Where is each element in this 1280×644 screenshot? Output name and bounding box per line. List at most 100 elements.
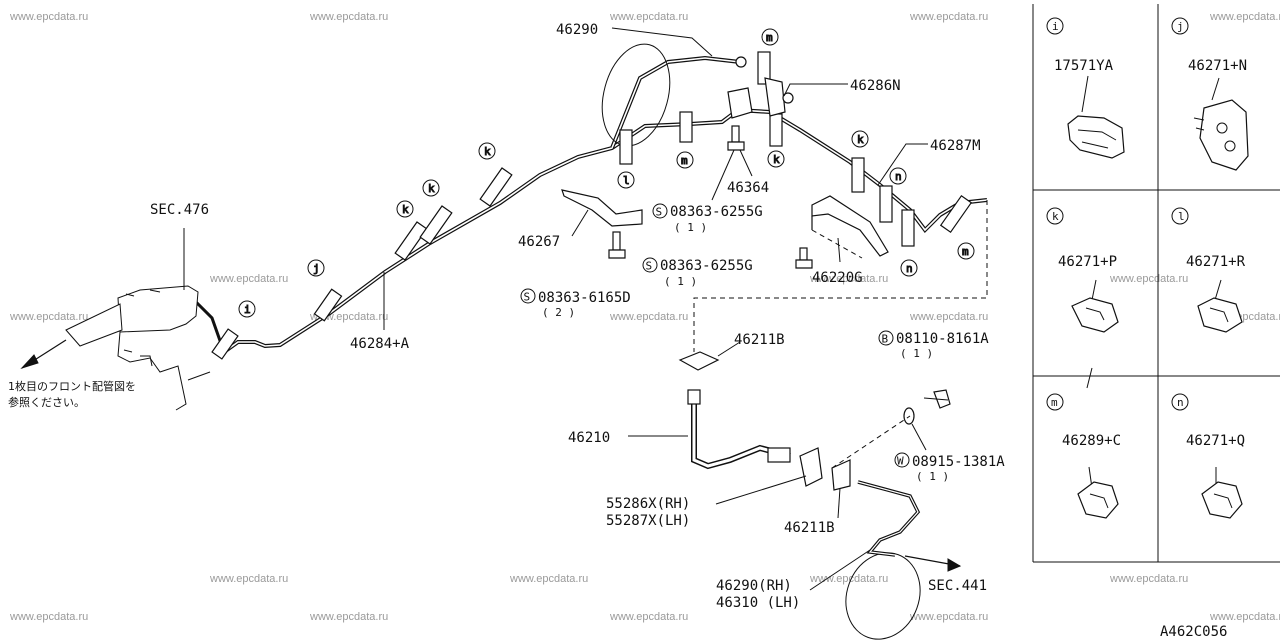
section-ref-476: SEC.476 xyxy=(150,202,209,218)
watermark: www.epcdata.ru xyxy=(1109,573,1188,585)
fastener-symbol: B xyxy=(882,333,889,346)
svg-text:k: k xyxy=(402,203,409,216)
detail-ellipse-bottom xyxy=(845,552,921,640)
fastener-code: 08363-6255G xyxy=(660,258,753,274)
callout-k: k xyxy=(478,142,496,160)
fastener-qty: ( 1 ) xyxy=(664,275,697,288)
watermark: www.epcdata.ru xyxy=(609,11,688,23)
brake-hose-46210 xyxy=(687,389,791,470)
callout-m: m xyxy=(761,28,779,46)
brake-tube-lower xyxy=(857,480,962,572)
svg-text:n: n xyxy=(906,262,913,275)
part-label-46284a: 46284+A xyxy=(350,336,410,352)
watermark: www.epcdata.ru xyxy=(309,11,388,23)
clip-part-number: 17571YA xyxy=(1054,58,1114,74)
part-label-46211b-bottom: 46211B xyxy=(784,520,835,536)
fastener-code: 08915-1381A xyxy=(912,454,1005,470)
fastener-symbol: W xyxy=(897,455,904,468)
clip-detail-panels: i 17571YA j 46271+N k 46271+P l 46271+R xyxy=(1032,4,1280,563)
part-label-46287m: 46287M xyxy=(930,138,981,154)
note-line-2: 参照ください。 xyxy=(8,395,85,409)
part-label-46290: 46290 xyxy=(556,22,598,38)
svg-text:k: k xyxy=(857,133,864,146)
lower-bracket xyxy=(678,351,851,491)
sec476-unit xyxy=(20,228,211,411)
part-label-46210: 46210 xyxy=(568,430,610,446)
clip-panel-j: j 46271+N xyxy=(1171,17,1249,171)
section-ref-441: SEC.441 xyxy=(928,578,987,594)
clip-part-number: 46289+C xyxy=(1062,433,1121,449)
clip-panel-l: l 46271+R xyxy=(1171,207,1246,333)
clip-callouts: i j k k k k k l m m m n n xyxy=(238,28,975,318)
callout-j: j xyxy=(307,259,325,277)
clip-panel-m: m 46289+C xyxy=(1046,393,1121,519)
part-label-46211b-top: 46211B xyxy=(734,332,785,348)
callout-i: i xyxy=(238,300,256,318)
callout-k: k xyxy=(851,130,869,148)
bracket-46220g xyxy=(811,195,889,257)
callout-n: n xyxy=(900,259,918,277)
callout-k: k xyxy=(767,150,785,168)
fastener-code: 08363-6165D xyxy=(538,290,631,306)
svg-text:m: m xyxy=(681,154,688,167)
watermark: www.epcdata.ru xyxy=(609,611,688,623)
clip-part-number: 46271+P xyxy=(1058,254,1117,270)
tube-clips xyxy=(211,51,973,360)
clip-panel-i: i 17571YA xyxy=(1046,17,1125,159)
fastener-s2: S 08363-6255G ( 1 ) xyxy=(642,257,753,288)
svg-text:n: n xyxy=(1177,396,1184,409)
watermark: www.epcdata.ru xyxy=(9,311,88,323)
leader-lines xyxy=(383,27,1222,591)
svg-text:k: k xyxy=(428,182,435,195)
fastener-symbol: S xyxy=(524,291,531,304)
fastener-qty: ( 2 ) xyxy=(542,306,575,319)
fastener-w1: W 08915-1381A ( 1 ) xyxy=(894,452,1005,483)
svg-text:j: j xyxy=(313,262,320,275)
watermark: www.epcdata.ru xyxy=(209,273,288,285)
part-label-46290rh: 46290(RH) xyxy=(716,578,792,594)
clip-part-number: 46271+Q xyxy=(1186,433,1245,449)
clip-panel-k: k 46271+P xyxy=(1046,207,1119,333)
svg-text:l: l xyxy=(1178,210,1185,223)
svg-text:i: i xyxy=(244,303,251,316)
part-label-46364: 46364 xyxy=(727,180,769,196)
svg-text:m: m xyxy=(962,245,969,258)
watermark: www.epcdata.ru xyxy=(909,311,988,323)
callout-m: m xyxy=(676,151,694,169)
fastener-symbol: S xyxy=(646,260,653,273)
watermark: www.epcdata.ru xyxy=(509,573,588,585)
watermark: www.epcdata.ru xyxy=(809,573,888,585)
watermark: www.epcdata.ru xyxy=(1209,611,1280,623)
fastener-qty: ( 1 ) xyxy=(900,347,933,360)
block-46286n xyxy=(727,56,794,119)
reference-note: 1枚目のフロント配管図を 参照ください。 xyxy=(8,379,136,409)
svg-text:k: k xyxy=(1052,210,1059,223)
panel-grid xyxy=(1032,4,1280,563)
diagram-code: A462C056 xyxy=(1160,624,1227,640)
part-label-46267: 46267 xyxy=(518,234,560,250)
detail-ellipse-top xyxy=(601,43,671,147)
fastener-s1: S 08363-6255G ( 1 ) xyxy=(652,203,763,234)
watermark: www.epcdata.ru xyxy=(209,573,288,585)
callout-l: l xyxy=(617,171,635,189)
watermark: www.epcdata.ru xyxy=(9,611,88,623)
watermark: www.epcdata.ru xyxy=(309,611,388,623)
watermark: www.epcdata.ru xyxy=(1109,273,1188,285)
part-label-55286x: 55286X(RH) xyxy=(606,496,690,512)
guide-lines-dashed xyxy=(693,200,988,469)
callout-m: m xyxy=(957,242,975,260)
svg-text:k: k xyxy=(773,153,780,166)
fastener-s3: S 08363-6165D ( 2 ) xyxy=(520,288,631,319)
svg-text:n: n xyxy=(895,170,902,183)
note-line-1: 1枚目のフロント配管図を xyxy=(8,379,136,393)
watermark: www.epcdata.ru xyxy=(1209,11,1280,23)
part-label-46286n: 46286N xyxy=(850,78,901,94)
part-label-46310lh: 46310 (LH) xyxy=(716,595,800,611)
watermark: www.epcdata.ru xyxy=(609,311,688,323)
svg-text:m: m xyxy=(766,31,773,44)
clip-part-number: 46271+R xyxy=(1186,254,1246,270)
svg-text:m: m xyxy=(1051,396,1058,409)
fastener-qty: ( 1 ) xyxy=(674,221,707,234)
